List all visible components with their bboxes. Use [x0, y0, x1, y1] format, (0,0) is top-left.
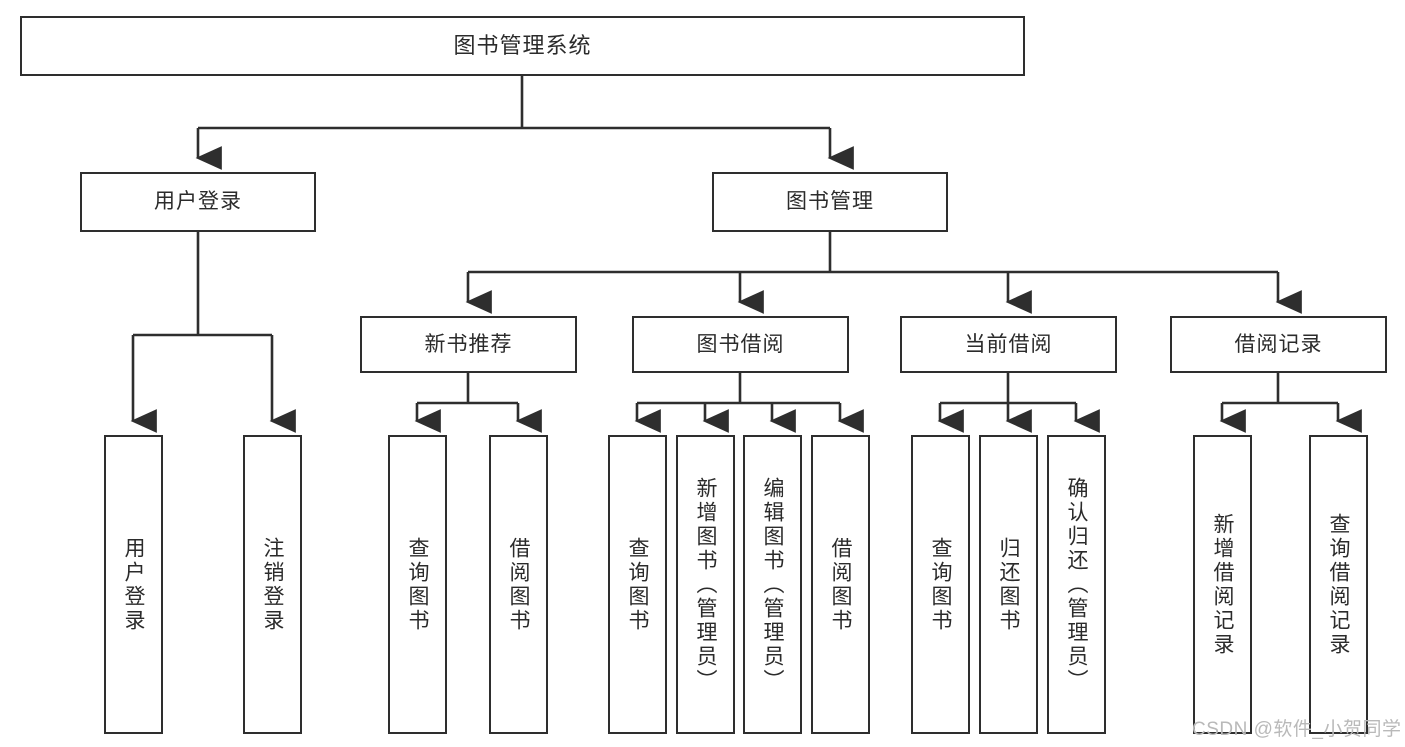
- leaf-logout-login[interactable]: 注销登录: [243, 435, 302, 734]
- node-label: 图书管理系统: [453, 32, 592, 58]
- leaf-query-book-3[interactable]: 查询图书: [911, 435, 970, 734]
- node-label: 用户登录: [154, 190, 242, 214]
- leaf-confirm-return[interactable]: 确认归还（管理员）: [1047, 435, 1106, 734]
- node-label: 注销登录: [261, 536, 284, 633]
- node-label: 图书借阅: [696, 332, 785, 356]
- leaf-add-book[interactable]: 新增图书（管理员）: [676, 435, 735, 734]
- leaf-query-record[interactable]: 查询借阅记录: [1309, 435, 1368, 734]
- node-label: 归还图书: [997, 536, 1020, 633]
- node-user-login[interactable]: 用户登录: [80, 172, 316, 232]
- node-new-book-recommend[interactable]: 新书推荐: [360, 316, 577, 373]
- node-root-system[interactable]: 图书管理系统: [20, 16, 1025, 76]
- node-label: 新增借阅记录: [1211, 512, 1234, 657]
- node-label: 确认归还（管理员）: [1065, 476, 1088, 693]
- node-current-borrow[interactable]: 当前借阅: [900, 316, 1117, 373]
- leaf-user-login[interactable]: 用户登录: [104, 435, 163, 734]
- leaf-query-book-1[interactable]: 查询图书: [388, 435, 447, 734]
- node-label: 查询图书: [406, 536, 429, 633]
- node-book-borrow[interactable]: 图书借阅: [632, 316, 849, 373]
- node-label: 查询图书: [626, 536, 649, 633]
- node-label: 当前借阅: [964, 332, 1053, 356]
- node-label: 新书推荐: [424, 332, 513, 356]
- node-borrow-record[interactable]: 借阅记录: [1170, 316, 1387, 373]
- node-label: 编辑图书（管理员）: [761, 476, 784, 693]
- node-book-manage[interactable]: 图书管理: [712, 172, 948, 232]
- node-label: 借阅图书: [829, 536, 852, 633]
- leaf-return-book[interactable]: 归还图书: [979, 435, 1038, 734]
- node-label: 借阅图书: [507, 536, 530, 633]
- leaf-borrow-book-2[interactable]: 借阅图书: [811, 435, 870, 734]
- leaf-query-book-2[interactable]: 查询图书: [608, 435, 667, 734]
- leaf-edit-book[interactable]: 编辑图书（管理员）: [743, 435, 802, 734]
- node-label: 查询借阅记录: [1327, 512, 1350, 657]
- node-label: 新增图书（管理员）: [694, 476, 717, 693]
- node-label: 查询图书: [929, 536, 952, 633]
- node-label: 图书管理: [786, 190, 874, 214]
- leaf-add-record[interactable]: 新增借阅记录: [1193, 435, 1252, 734]
- csdn-watermark: CSDN @软件_小贺同学: [1192, 719, 1402, 740]
- node-label: 用户登录: [122, 536, 145, 633]
- leaf-borrow-book-1[interactable]: 借阅图书: [489, 435, 548, 734]
- node-label: 借阅记录: [1234, 332, 1323, 356]
